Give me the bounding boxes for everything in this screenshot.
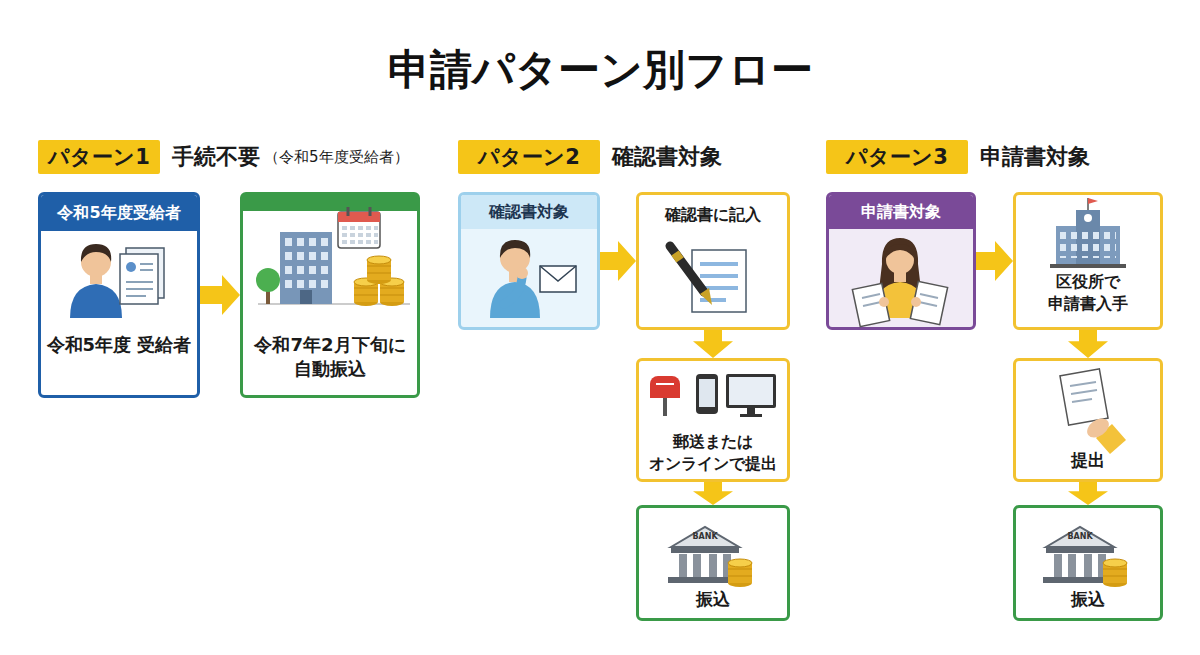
box-text: 確認書に記入 bbox=[643, 204, 783, 226]
pattern-badge: パターン3 bbox=[826, 140, 968, 174]
submit-paper-icon bbox=[1060, 369, 1126, 454]
pattern-number: パターン3 bbox=[846, 143, 948, 171]
flow-arrow bbox=[200, 275, 240, 315]
target-box: 確認書対象 bbox=[458, 192, 600, 330]
transfer-box: 振込 bbox=[636, 505, 790, 621]
pen-document-icon bbox=[670, 246, 746, 312]
pattern-heading: （令和5年度受給者） bbox=[264, 148, 409, 167]
box-text: 提出 bbox=[1020, 449, 1156, 472]
pattern-badge: パターン2 bbox=[458, 140, 600, 174]
box-text: 振込 bbox=[643, 588, 783, 611]
flow-arrow bbox=[693, 330, 733, 358]
process-box: 提出 bbox=[1013, 358, 1163, 482]
box-top-bar bbox=[243, 195, 417, 211]
flow-arrow bbox=[976, 241, 1013, 281]
pattern-heading: 申請書対象 bbox=[980, 142, 1090, 172]
pattern-number: パターン1 bbox=[48, 143, 150, 171]
box-text: 区役所で 申請書入手 bbox=[1020, 271, 1156, 314]
recipient-box: 令和5年度受給者令和5年度 受給者 bbox=[38, 192, 200, 398]
pattern-header: パターン3 申請書対象 bbox=[826, 140, 1090, 174]
pattern-header: パターン1 手続不要（令和5年度受給者） bbox=[38, 140, 409, 174]
ward-office-icon bbox=[1050, 198, 1126, 268]
thinking-person-icon bbox=[490, 240, 540, 318]
pattern-badge: パターン1 bbox=[38, 140, 160, 174]
box-text: 郵送または オンラインで提出 bbox=[643, 431, 783, 474]
flow-arrow bbox=[1068, 330, 1108, 358]
bank-icon bbox=[668, 527, 752, 587]
target-box: 申請書対象 bbox=[826, 192, 976, 330]
flow-arrow bbox=[1068, 482, 1108, 505]
person-icon bbox=[70, 244, 122, 318]
woman-papers-icon bbox=[852, 238, 947, 327]
auto-transfer-box: 令和7年2月下旬に 自動振込 bbox=[240, 192, 420, 398]
transfer-box: 振込 bbox=[1013, 505, 1163, 621]
flow-arrow bbox=[693, 482, 733, 505]
mail-online-icon bbox=[650, 374, 776, 417]
pattern-header: パターン2 確認書対象 bbox=[458, 140, 722, 174]
certificate-icon bbox=[120, 248, 164, 304]
diagram-title: 申請パターン別フロー bbox=[0, 44, 1200, 96]
envelope-icon bbox=[540, 266, 576, 292]
process-box: 確認書に記入 bbox=[636, 192, 790, 330]
box-header: 確認書対象 bbox=[461, 195, 597, 229]
box-header: 令和5年度受給者 bbox=[41, 195, 197, 231]
pattern-number: パターン2 bbox=[478, 143, 580, 171]
header-text: 申請書対象 bbox=[861, 202, 941, 223]
header-text: 確認書対象 bbox=[489, 202, 569, 223]
bank-icon bbox=[1043, 527, 1127, 587]
flow-arrow bbox=[600, 241, 636, 281]
process-box: 郵送または オンラインで提出 bbox=[636, 358, 790, 482]
box-header: 申請書対象 bbox=[829, 195, 973, 229]
process-box: 区役所で 申請書入手 bbox=[1013, 192, 1163, 330]
box-text: 令和7年2月下旬に 自動振込 bbox=[247, 333, 413, 382]
pattern-heading: 確認書対象 bbox=[612, 142, 722, 172]
box-text: 振込 bbox=[1020, 588, 1156, 611]
pattern-heading: 手続不要 bbox=[172, 142, 260, 172]
building-calendar-coins-icon bbox=[256, 207, 410, 306]
box-text: 令和5年度 受給者 bbox=[45, 333, 193, 357]
header-text: 令和5年度受給者 bbox=[57, 203, 180, 224]
